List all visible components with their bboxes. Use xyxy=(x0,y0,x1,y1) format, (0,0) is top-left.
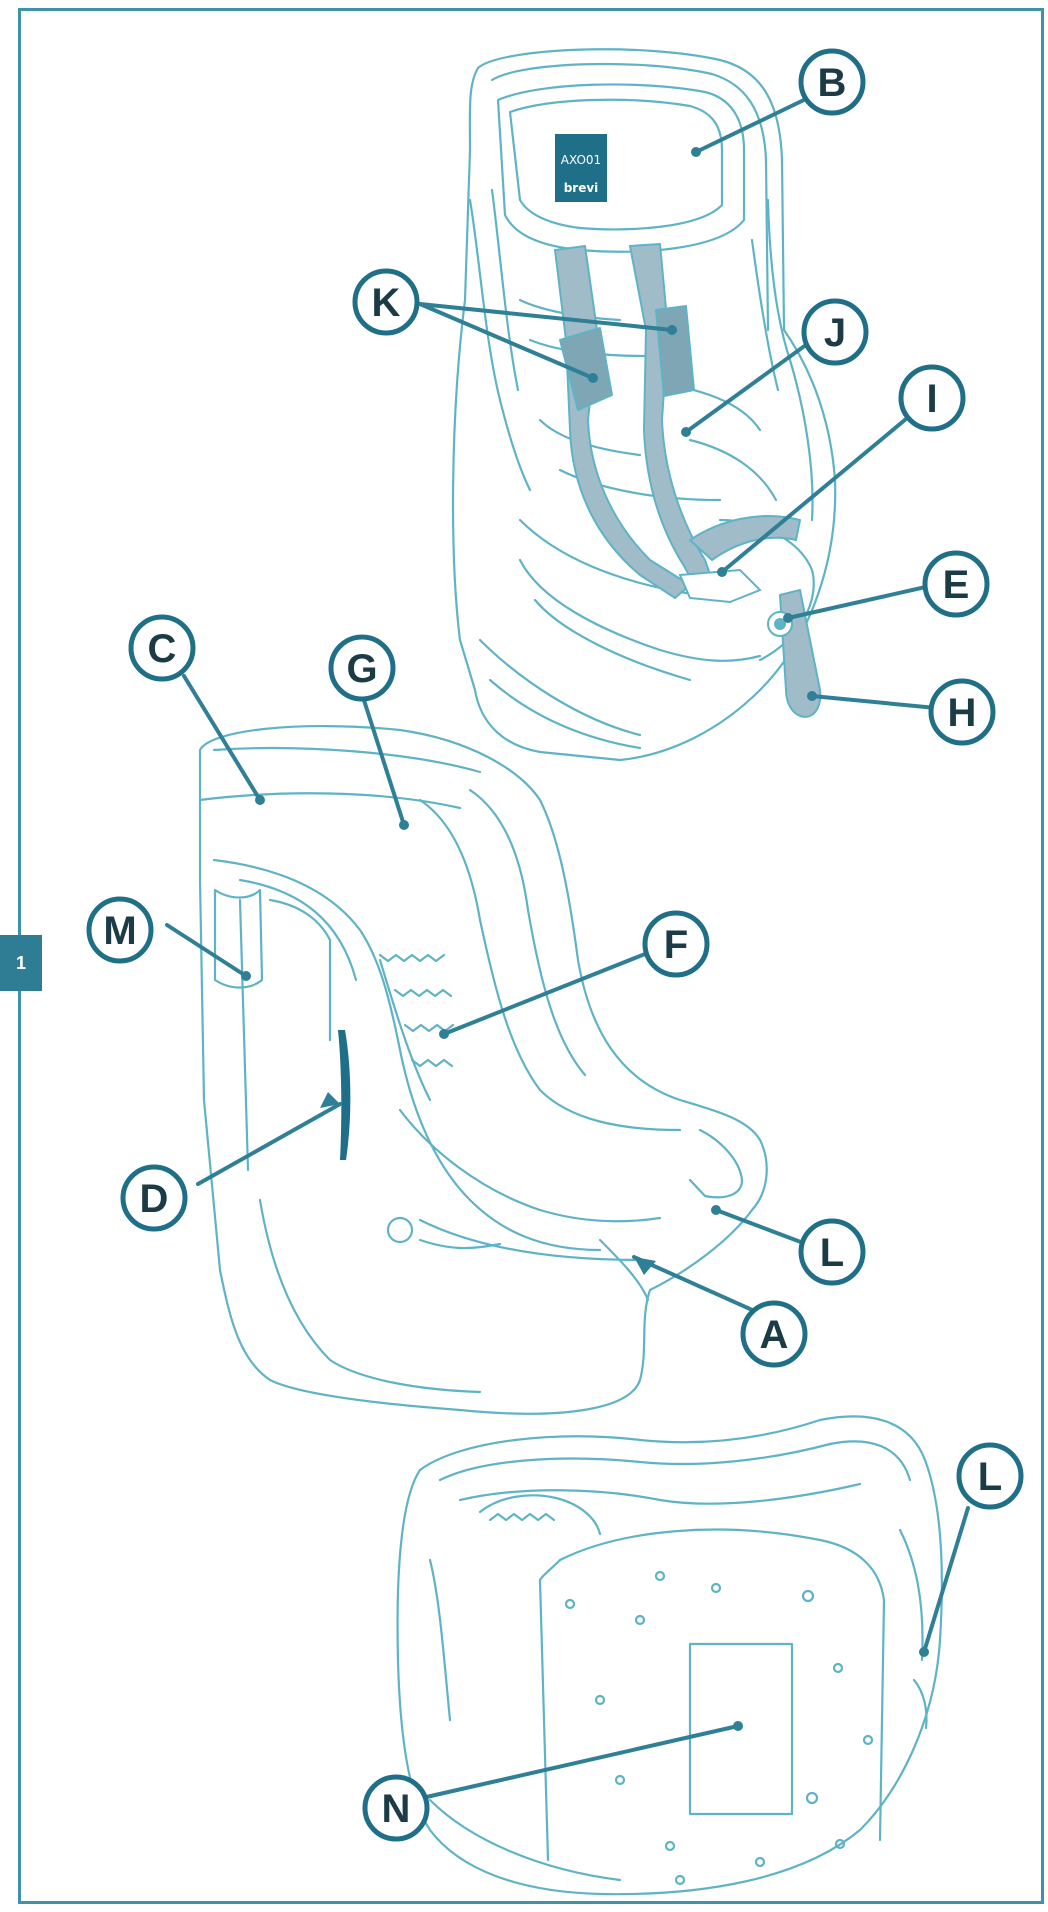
callout-circle xyxy=(128,614,196,682)
callout-g: G xyxy=(328,634,396,702)
leader-lines xyxy=(165,96,970,1800)
callout-circle xyxy=(928,678,996,746)
callout-h: H xyxy=(928,678,996,746)
buckle xyxy=(678,568,793,637)
callout-circle xyxy=(86,896,154,964)
callout-letter: M xyxy=(103,909,136,953)
callout-letter: K xyxy=(372,281,401,325)
callout-l-2: L xyxy=(956,1442,1024,1510)
callout-letter: N xyxy=(382,1787,411,1831)
callout-letter: L xyxy=(978,1455,1002,1499)
middle-seat-drawing xyxy=(198,724,768,1415)
callout-f: F xyxy=(642,910,710,978)
bottom-seat-drawing xyxy=(396,1415,943,1896)
callout-b: B xyxy=(798,48,866,116)
callout-circle xyxy=(328,634,396,702)
page-number-tab: 1 xyxy=(0,935,42,991)
svg-text:brevi: brevi xyxy=(564,181,599,195)
callout-letter: B xyxy=(818,61,847,105)
callout-labels: A B C D E F G H I J K L L M N xyxy=(86,48,1024,1842)
callout-n: N xyxy=(362,1774,430,1842)
callout-circle xyxy=(801,298,869,366)
callout-circle xyxy=(922,550,990,618)
callout-j: J xyxy=(801,298,869,366)
callout-k: K xyxy=(352,268,420,336)
callout-circle xyxy=(898,364,966,432)
callout-circle xyxy=(798,1218,866,1286)
callout-circle xyxy=(352,268,420,336)
callout-letter: C xyxy=(148,627,177,671)
callout-e: E xyxy=(922,550,990,618)
svg-text:AXO01: AXO01 xyxy=(561,153,601,167)
callout-letter: G xyxy=(346,647,377,691)
callout-m: M xyxy=(86,896,154,964)
callout-letter: E xyxy=(943,563,970,607)
callout-l-1: L xyxy=(798,1218,866,1286)
callout-letter: D xyxy=(140,1177,169,1221)
callout-i: I xyxy=(898,364,966,432)
callout-letter: L xyxy=(820,1231,844,1275)
callout-c: C xyxy=(128,614,196,682)
callout-circle xyxy=(362,1774,430,1842)
callout-circle xyxy=(956,1442,1024,1510)
side-dark-slot xyxy=(338,1030,351,1160)
callout-a: A xyxy=(740,1300,808,1368)
callout-letter: H xyxy=(948,691,977,735)
callout-circle xyxy=(798,48,866,116)
callout-circle xyxy=(740,1300,808,1368)
brand-logo: AXO01 brevi xyxy=(555,134,607,202)
callout-circle xyxy=(120,1164,188,1232)
leader-dots xyxy=(241,147,929,1731)
callout-letter: I xyxy=(926,377,937,421)
callout-letter: A xyxy=(760,1313,789,1357)
callout-circle xyxy=(642,910,710,978)
callout-letter: J xyxy=(824,311,846,355)
callout-d: D xyxy=(120,1164,188,1232)
callout-letter: F xyxy=(664,923,688,967)
